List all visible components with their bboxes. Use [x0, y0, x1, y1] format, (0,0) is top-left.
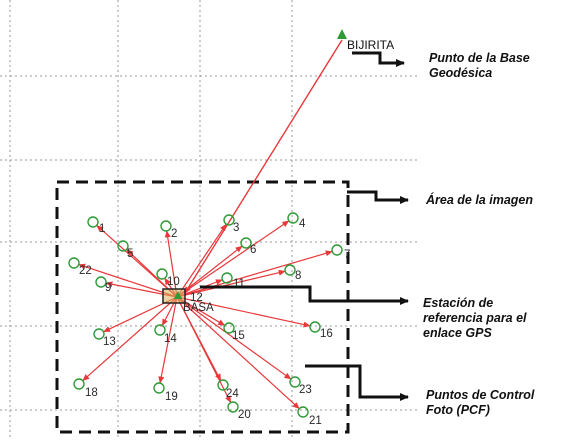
control-annotation-line-1: Puntos de Control [426, 388, 535, 402]
reference-annotation-line-1: Estación de [423, 296, 494, 310]
control-point-19 [153, 382, 165, 394]
control-point-2 [160, 220, 172, 232]
control-point-3 [223, 214, 235, 226]
vector-to-point-3 [176, 223, 227, 298]
control-point-15 [223, 322, 235, 334]
grid [0, 0, 420, 440]
vector-to-point-4 [176, 220, 290, 298]
control-point-label-1: 1 [99, 223, 105, 235]
image-area-annotation-arrow [347, 190, 409, 204]
control-annotation-arrow [305, 364, 409, 401]
control-point-14 [154, 324, 166, 336]
control-point-13 [93, 328, 105, 340]
control-point-label-22: 22 [79, 265, 92, 277]
control-point-label-19: 19 [165, 391, 178, 403]
base-station-label: BIJIRITA [347, 38, 394, 52]
control-point-20 [227, 401, 239, 413]
reference-annotation: Estación de referencia para el enlace GP… [423, 296, 527, 341]
base-annotation-line-1: Punto de la Base [429, 51, 530, 65]
control-point-1 [87, 216, 99, 228]
control-point-6 [240, 237, 252, 249]
control-point-23 [289, 376, 301, 388]
control-point-22 [68, 257, 80, 269]
control-annotation-line-2: Foto (PCF) [426, 403, 490, 417]
vector-to-point-18 [82, 296, 178, 381]
vector-to-point-16 [176, 296, 311, 328]
control-point-label-24: 24 [226, 388, 239, 400]
control-point-7 [331, 244, 343, 256]
control-point-24 [217, 379, 229, 391]
base-vector [184, 39, 343, 294]
image-area-annotation-line-1: Área de la imagen [426, 193, 533, 207]
reference-annotation-line-2: referencia para el [423, 311, 527, 325]
control-point-11 [221, 272, 233, 284]
reference-annotation-arrow [200, 285, 409, 305]
control-point-label-13: 13 [103, 336, 116, 348]
control-point-label-3: 3 [233, 222, 239, 234]
base-station: BIJIRITA [337, 29, 394, 52]
vector-to-point-23 [176, 296, 292, 380]
vector-to-point-7 [176, 250, 333, 298]
control-point-4 [287, 212, 299, 224]
control-point-5 [117, 240, 129, 252]
base-annotation-arrow [352, 51, 405, 67]
vector-to-point-22 [78, 263, 178, 298]
control-point-label-2: 2 [171, 228, 177, 240]
control-point-21 [297, 406, 309, 418]
reference-station-name: BASA [183, 302, 214, 314]
control-point-10 [156, 268, 168, 280]
control-point-8 [284, 264, 296, 276]
reference-station: 12 BASA [162, 288, 214, 314]
control-point-label-23: 23 [299, 384, 312, 396]
image-area-annotation: Área de la imagen [426, 193, 533, 208]
control-point-label-10: 10 [167, 276, 180, 288]
control-point-label-8: 8 [295, 270, 301, 282]
control-point-label-20: 20 [238, 409, 251, 421]
control-point-label-5: 5 [127, 248, 133, 260]
control-point-label-9: 9 [105, 282, 111, 294]
control-point-label-18: 18 [85, 387, 98, 399]
control-point-label-16: 16 [320, 328, 333, 340]
control-point-label-11: 11 [233, 278, 245, 290]
reference-station-code: 12 [190, 292, 203, 304]
control-point-label-14: 14 [164, 333, 177, 345]
reference-station-marker [174, 291, 182, 299]
vector-to-point-8 [176, 269, 286, 298]
base-annotation-line-2: Geodésica [429, 66, 493, 80]
annotation-arrows [200, 51, 409, 401]
control-point-label-6: 6 [250, 244, 256, 256]
control-annotation: Puntos de Control Foto (PCF) [426, 388, 534, 418]
gps-vectors [78, 220, 333, 409]
image-area-frame [55, 180, 350, 434]
reference-station-box [162, 288, 186, 304]
control-point-label-21: 21 [309, 415, 322, 427]
vector-to-point-2 [164, 230, 178, 298]
control-point-9 [95, 276, 107, 288]
vector-to-point-19 [158, 296, 178, 384]
base-annotation: Punto de la Base Geodésica [429, 51, 530, 81]
control-point-label-4: 4 [299, 218, 306, 230]
vector-to-point-21 [176, 296, 300, 409]
control-point-label-7: 7 [344, 249, 350, 261]
reference-annotation-line-3: enlace GPS [423, 326, 492, 340]
base-station-marker [337, 29, 347, 39]
control-point-18 [73, 378, 85, 390]
control-point-16 [309, 321, 321, 333]
control-point-label-15: 15 [232, 330, 245, 342]
vector-to-point-24 [176, 296, 222, 381]
